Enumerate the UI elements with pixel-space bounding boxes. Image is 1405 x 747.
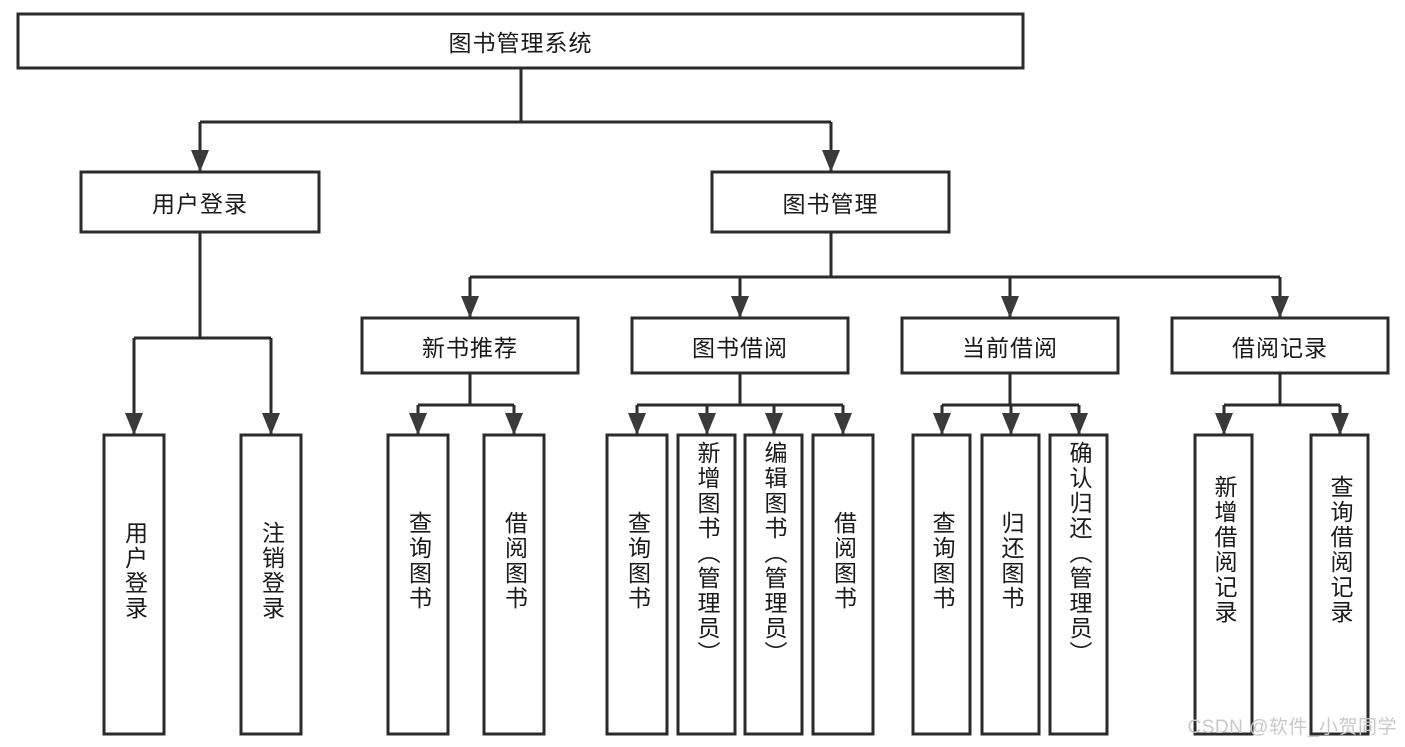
node-box-borrow-record[interactable]	[1170, 316, 1390, 375]
arrow-icon-borrow-record	[1271, 296, 1289, 318]
nodes-layer	[16, 12, 1390, 736]
node-box-leaf-query-book-2[interactable]	[605, 433, 669, 736]
arrow-icon-user-login	[191, 150, 209, 172]
arrow-icon-leaf-edit-book-admin	[765, 413, 783, 435]
arrow-icon-leaf-user-logout	[262, 413, 280, 435]
edges-layer	[125, 68, 1349, 435]
node-box-leaf-borrow-book-1[interactable]	[482, 433, 546, 736]
node-box-leaf-user-login[interactable]	[102, 433, 166, 736]
arrow-icon-new-book-rec	[461, 296, 479, 318]
node-box-new-book-rec[interactable]	[360, 316, 580, 375]
node-box-leaf-user-logout[interactable]	[239, 433, 303, 736]
arrow-icon-leaf-borrow-book-2	[834, 413, 852, 435]
arrow-icon-leaf-confirm-return-admin	[1070, 413, 1088, 435]
node-box-leaf-borrow-book-2[interactable]	[811, 433, 875, 736]
node-box-leaf-return-book[interactable]	[980, 433, 1041, 736]
arrow-icon-leaf-query-book-1	[409, 413, 427, 435]
arrow-icon-leaf-add-book-admin	[698, 413, 716, 435]
arrow-icon-book-borrow	[731, 296, 749, 318]
node-box-book-manage[interactable]	[710, 170, 951, 234]
node-box-leaf-confirm-return-admin[interactable]	[1048, 433, 1109, 736]
arrow-icon-leaf-query-book-2	[628, 413, 646, 435]
arrow-icon-leaf-return-book	[1002, 413, 1020, 435]
arrow-icon-leaf-add-borrow-record	[1215, 413, 1233, 435]
node-box-root[interactable]	[16, 12, 1025, 70]
node-box-leaf-add-borrow-record[interactable]	[1193, 433, 1254, 736]
node-box-leaf-edit-book-admin[interactable]	[743, 433, 804, 736]
arrow-icon-leaf-query-book-3	[933, 413, 951, 435]
arrow-icon-leaf-borrow-book-1	[505, 413, 523, 435]
arrow-icon-current-borrow	[1001, 296, 1019, 318]
node-box-user-login[interactable]	[79, 170, 321, 234]
arrow-icon-leaf-user-login	[125, 413, 143, 435]
arrow-icon-leaf-query-borrow-record	[1331, 413, 1349, 435]
node-box-leaf-query-borrow-record[interactable]	[1309, 433, 1370, 736]
node-box-leaf-query-book-1[interactable]	[386, 433, 450, 736]
node-box-leaf-add-book-admin[interactable]	[676, 433, 737, 736]
arrow-icon-book-manage	[822, 150, 840, 172]
node-box-book-borrow[interactable]	[630, 316, 850, 375]
node-box-leaf-query-book-3[interactable]	[911, 433, 972, 736]
watermark-text: CSDN @软件_小贺同学	[1187, 717, 1397, 738]
node-box-current-borrow[interactable]	[900, 316, 1120, 375]
